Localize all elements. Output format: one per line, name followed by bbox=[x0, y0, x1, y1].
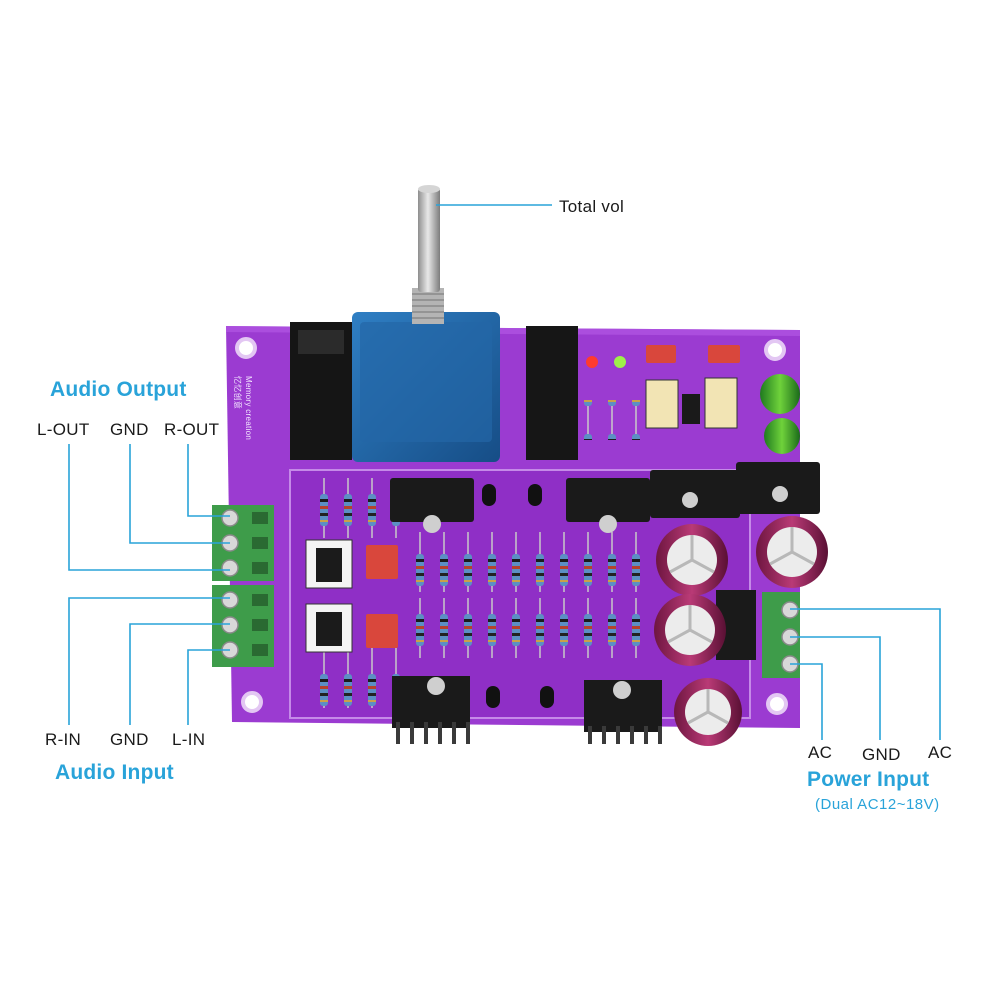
power-terminal-block bbox=[762, 592, 800, 678]
gnd-in-label: GND bbox=[110, 730, 149, 749]
board-brand-cn: 忆忆创意 bbox=[233, 376, 242, 410]
ac-right-label: AC bbox=[928, 743, 953, 762]
power-input-title: Power Input bbox=[807, 768, 930, 791]
power-input-spec: (Dual AC12~18V) bbox=[815, 796, 940, 813]
l-out-label: L-OUT bbox=[37, 420, 90, 439]
r-in-label: R-IN bbox=[45, 730, 82, 749]
terminal-block bbox=[212, 505, 274, 667]
ac-left-label: AC bbox=[808, 743, 833, 762]
opamp-chips bbox=[305, 539, 353, 653]
l-in-label: L-IN bbox=[172, 730, 206, 749]
potentiometer-knob bbox=[352, 185, 500, 462]
callout-lines bbox=[68, 204, 941, 740]
total-vol-label: Total vol bbox=[559, 197, 625, 216]
r-out-label: R-OUT bbox=[164, 420, 220, 439]
gnd-out-label: GND bbox=[110, 420, 149, 439]
audio-output-title: Audio Output bbox=[50, 378, 187, 401]
board-brand-en: Memory creation bbox=[244, 376, 253, 441]
gnd-power-label: GND bbox=[862, 745, 901, 764]
capacitor bbox=[654, 516, 828, 746]
audio-input-title: Audio Input bbox=[55, 761, 174, 784]
